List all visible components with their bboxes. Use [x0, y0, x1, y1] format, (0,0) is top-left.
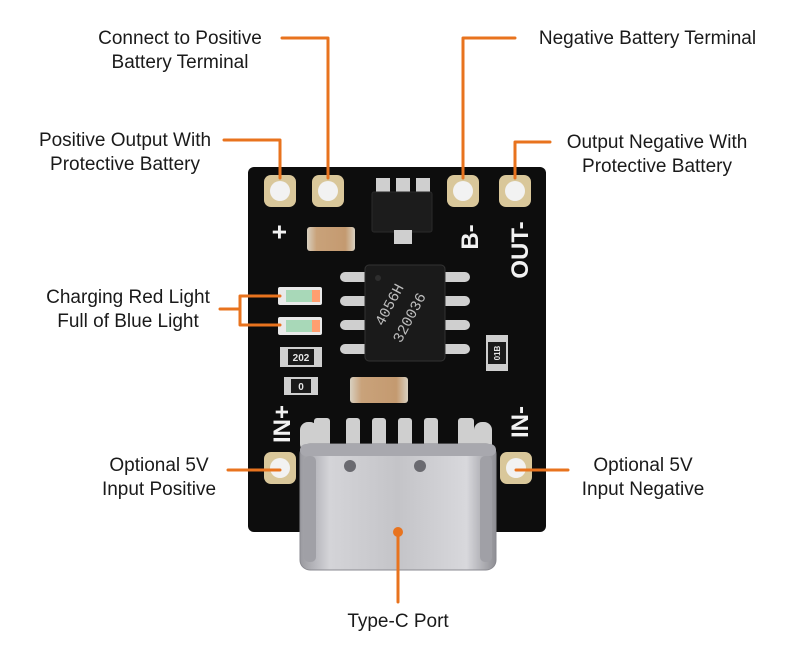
resistor-0-code: 0	[298, 382, 304, 393]
label-positive-output-line1: Positive Output With	[38, 130, 212, 151]
label-connect-positive-line2: Battery Terminal	[111, 52, 249, 73]
usb-c-port	[299, 443, 497, 571]
label-output-negative-line2: Protective Battery	[582, 156, 732, 177]
label-connect-positive: Connect to Positive Battery Terminal	[80, 27, 280, 75]
pad-battery-positive	[312, 175, 344, 207]
label-charging-lights-line1: Charging Red Light	[46, 287, 210, 308]
leader-charging-lights-2	[238, 307, 282, 327]
label-input-negative-line2: Input Negative	[581, 479, 705, 500]
leader-positive-output	[222, 138, 282, 180]
resistor-0: 0	[284, 377, 318, 395]
pad-input-positive	[264, 452, 296, 484]
label-input-negative: Optional 5V Input Negative	[568, 454, 718, 502]
label-positive-output-line2: Protective Battery	[50, 154, 200, 175]
label-input-negative-line1: Optional 5V	[593, 455, 693, 476]
leader-output-negative	[513, 140, 552, 180]
label-output-negative: Output Negative With Protective Battery	[552, 131, 762, 179]
leader-connect-positive	[280, 36, 330, 180]
label-output-negative-line1: Output Negative With	[566, 132, 748, 153]
led-blue	[278, 317, 322, 335]
label-charging-lights: Charging Red Light Full of Blue Light	[28, 286, 228, 334]
capacitor-top	[307, 227, 355, 251]
resistor-01b-code: 01B	[493, 345, 502, 360]
label-positive-output: Positive Output With Protective Battery	[20, 129, 230, 177]
label-typec-port-line1: Type-C Port	[347, 611, 449, 632]
resistor-202: 202	[280, 347, 322, 367]
silk-out-minus: OUT-	[507, 221, 534, 278]
label-input-positive-line2: Input Positive	[101, 479, 217, 500]
label-connect-positive-line1: Connect to Positive	[98, 28, 262, 49]
label-negative-terminal: Negative Battery Terminal	[520, 27, 775, 51]
label-typec-port: Type-C Port	[320, 610, 476, 634]
pad-battery-negative	[447, 175, 479, 207]
resistor-01b: 01B	[486, 335, 508, 371]
label-negative-terminal-line1: Negative Battery Terminal	[538, 28, 757, 49]
leader-lines	[218, 36, 570, 604]
pad-output-negative	[499, 175, 531, 207]
capacitor-bottom	[350, 377, 408, 403]
leader-charging-lights	[218, 294, 282, 311]
pad-input-negative	[500, 452, 532, 484]
mosfet-chip	[371, 178, 433, 244]
silk-plus: +	[264, 224, 294, 239]
dot-typec	[393, 527, 403, 537]
resistor-202-code: 202	[293, 353, 310, 364]
top-pads	[264, 175, 531, 207]
pad-positive-output	[264, 175, 296, 207]
label-charging-lights-line2: Full of Blue Light	[57, 311, 199, 332]
silk-b-minus: B-	[457, 224, 484, 249]
charger-ic: 4056H 320036	[340, 264, 470, 362]
silk-in-plus: IN+	[269, 405, 296, 443]
leader-endpoints	[393, 527, 403, 537]
led-red	[278, 287, 322, 305]
label-input-positive-line1: Optional 5V	[109, 455, 209, 476]
silk-in-minus: IN-	[507, 406, 534, 438]
label-input-positive: Optional 5V Input Positive	[84, 454, 234, 502]
leader-negative-terminal	[461, 36, 517, 180]
